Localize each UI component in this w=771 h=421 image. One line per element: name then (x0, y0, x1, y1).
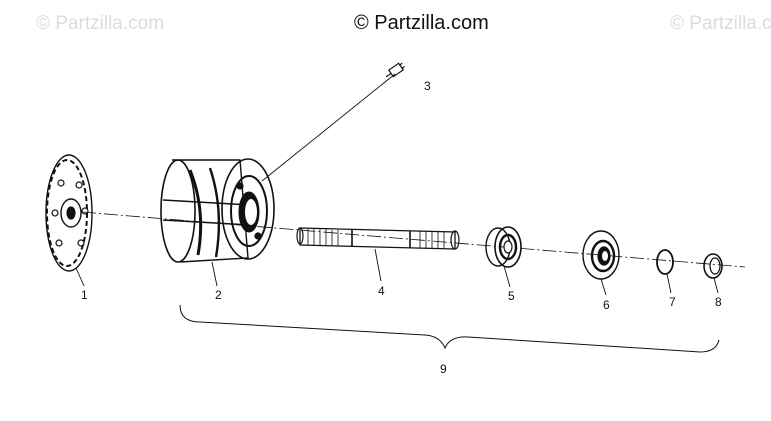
callout-3: 3 (424, 79, 431, 93)
watermark-right: © Partzilla.com (670, 13, 771, 34)
washer-part (703, 253, 723, 279)
callout-2: 2 (215, 288, 222, 302)
callout-7: 7 (669, 295, 676, 309)
shaft-part (296, 227, 460, 250)
callout-leaders (75, 248, 719, 296)
leader-line-3 (261, 73, 396, 182)
callout-9: 9 (440, 362, 447, 376)
watermark-center: © Partzilla.com (354, 12, 489, 34)
assembly-brace (179, 304, 720, 353)
seal-part (582, 230, 620, 280)
watermark-left: © Partzilla.com (36, 13, 165, 34)
callout-1: 1 (81, 288, 88, 302)
callout-6: 6 (603, 298, 610, 312)
center-axis-line (81, 211, 746, 268)
screw-part (385, 62, 405, 78)
callout-4: 4 (378, 284, 385, 298)
snap-ring-part (656, 249, 674, 275)
clutch-drum-part (160, 158, 275, 263)
callout-5: 5 (508, 289, 515, 303)
callout-8: 8 (715, 295, 722, 309)
bearing-part (485, 226, 522, 268)
sprocket-part (45, 154, 93, 272)
